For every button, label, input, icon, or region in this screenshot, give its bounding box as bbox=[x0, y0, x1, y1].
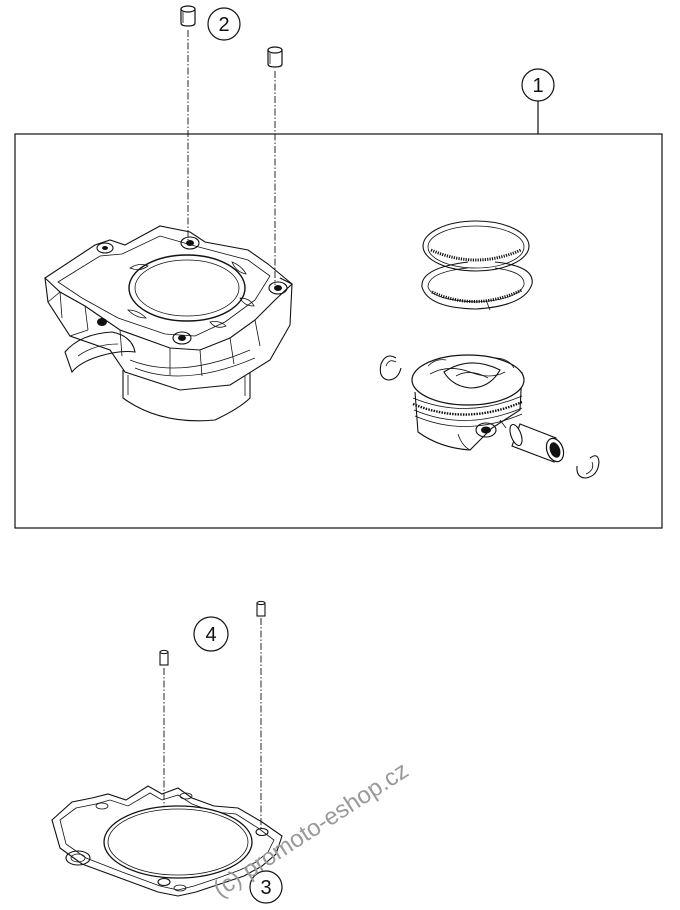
cylinder-kit-frame bbox=[14, 101, 663, 529]
piston-pin[interactable] bbox=[508, 423, 567, 464]
cylinder[interactable] bbox=[44, 225, 293, 422]
callout-1-bubble[interactable]: 1 bbox=[521, 68, 555, 102]
callout-4-label: 4 bbox=[205, 624, 216, 646]
callout-4-bubble[interactable]: 4 bbox=[193, 616, 229, 652]
dowel-pin-lower-right[interactable] bbox=[256, 600, 266, 617]
dowel-pin-upper-right[interactable] bbox=[267, 46, 283, 68]
piston[interactable] bbox=[411, 354, 525, 451]
base-gasket[interactable] bbox=[51, 785, 283, 897]
piston-ring-upper[interactable] bbox=[422, 220, 530, 272]
circlip-left[interactable] bbox=[379, 355, 402, 381]
dowel-pin-lower-left[interactable] bbox=[159, 649, 169, 666]
callout-3-label: 3 bbox=[260, 877, 271, 899]
circlip-right[interactable] bbox=[576, 455, 600, 479]
callout-3-bubble[interactable]: 3 bbox=[249, 870, 283, 904]
callout-2-bubble[interactable]: 2 bbox=[207, 7, 241, 41]
callout-2-label: 2 bbox=[218, 14, 229, 36]
callout-1-label: 1 bbox=[532, 75, 543, 97]
dowel-pin-upper-left[interactable] bbox=[180, 5, 196, 27]
piston-ring-lower[interactable] bbox=[421, 261, 533, 311]
